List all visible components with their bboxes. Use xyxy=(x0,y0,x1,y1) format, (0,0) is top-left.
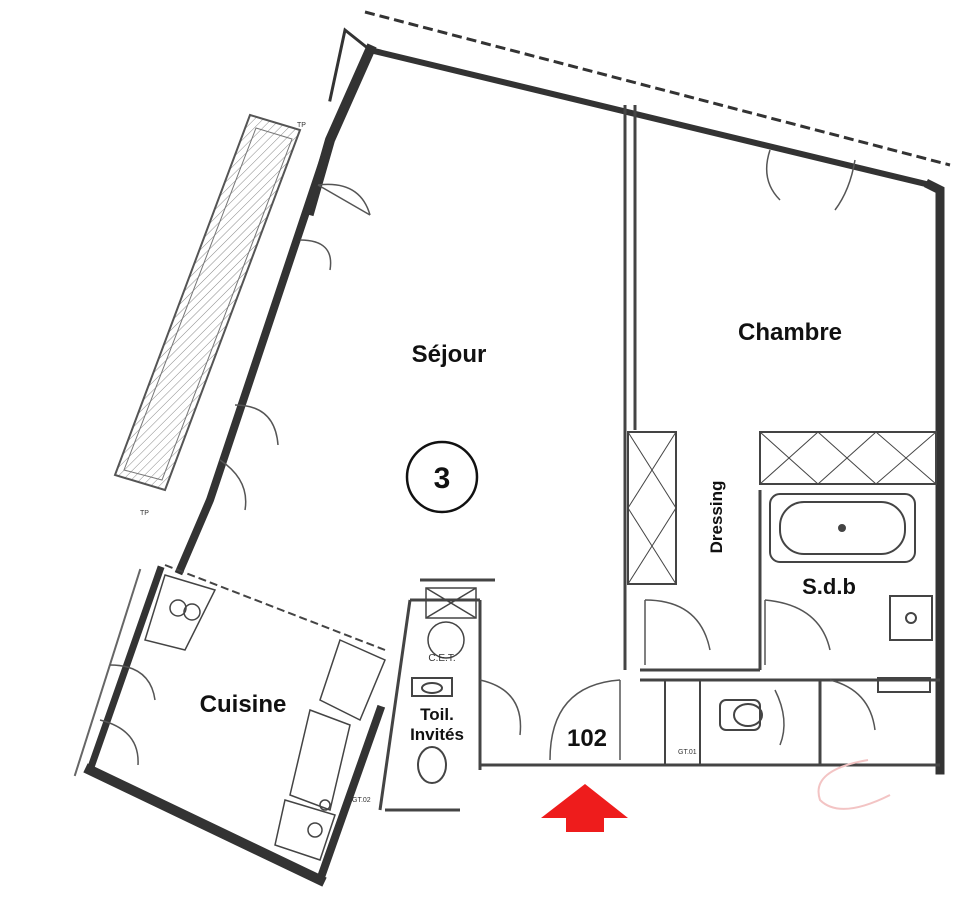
door-swings xyxy=(99,149,876,766)
room-label-sejour: Séjour xyxy=(412,341,487,368)
tp-label-top: TP xyxy=(297,122,306,129)
kitchen-fixtures xyxy=(144,574,386,861)
entrance-arrow-icon xyxy=(541,784,628,832)
room-label-sdb: S.d.b xyxy=(802,574,856,599)
cet-label: C.E.T. xyxy=(428,653,455,664)
room-label-toilettes-line1: Toil. xyxy=(420,705,454,724)
balcony xyxy=(113,113,302,492)
property-line-top xyxy=(364,10,951,167)
sdb-sink xyxy=(889,595,933,641)
room-label-chambre: Chambre xyxy=(738,319,842,346)
exterior-walls xyxy=(73,27,945,887)
gt01-label: GT.01 xyxy=(678,749,697,756)
watermark xyxy=(817,759,891,810)
room-label-dressing: Dressing xyxy=(707,481,726,554)
bathtub xyxy=(769,493,916,563)
room-label-cuisine: Cuisine xyxy=(200,691,287,718)
wc-bathroom xyxy=(719,677,931,731)
unit-number: 3 xyxy=(434,462,451,495)
circle-number-icon: 3 xyxy=(405,440,479,514)
tp-label-bottom: TP xyxy=(140,510,149,517)
door-number: 102 xyxy=(567,725,607,752)
gt02-label: GT.02 xyxy=(352,797,371,804)
interior-walls xyxy=(164,105,940,812)
room-label-toilettes-line2: Invités xyxy=(410,725,464,744)
cet-storage xyxy=(425,587,477,659)
wc-guest xyxy=(411,677,453,784)
